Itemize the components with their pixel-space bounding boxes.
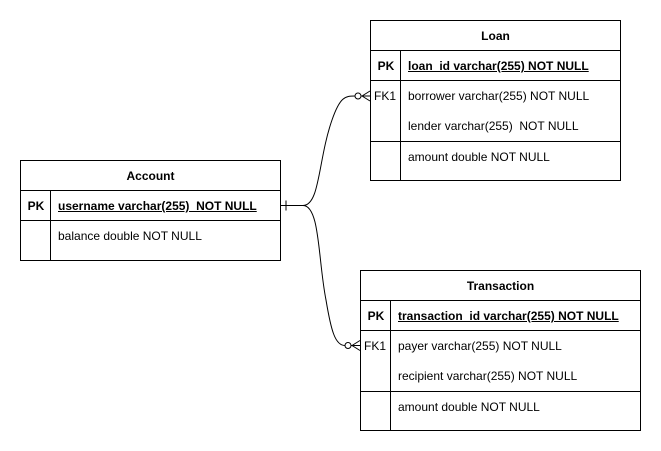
- cardinality-zero-many-marker-loan: [354, 90, 371, 102]
- fk-row: FK1 payer varchar(255) NOT NULL recipien…: [361, 331, 640, 391]
- pk-row: PK loan_id varchar(255) NOT NULL: [371, 51, 620, 81]
- attribute-field: amount double NOT NULL: [408, 150, 550, 164]
- attribute-row: balance double NOT NULL: [21, 221, 280, 260]
- entity-transaction[interactable]: Transaction PK transaction_id varchar(25…: [360, 270, 641, 431]
- fk-field: borrower varchar(255) NOT NULL: [408, 89, 590, 103]
- fk-row: FK1 borrower varchar(255) NOT NULL lende…: [371, 81, 620, 141]
- pk-row: PK transaction_id varchar(255) NOT NULL: [361, 301, 640, 331]
- fk-label: FK1: [374, 89, 397, 103]
- pk-label: PK: [27, 199, 45, 213]
- attribute-row: amount double NOT NULL: [361, 391, 640, 430]
- edge-account-loan: [281, 95, 370, 206]
- attribute-field: balance double NOT NULL: [58, 229, 202, 243]
- entity-title: Account: [21, 161, 280, 191]
- cardinality-zero-many-marker-transaction: [344, 340, 361, 351]
- pk-field: transaction_id varchar(255) NOT NULL: [398, 309, 619, 323]
- attribute-row: amount double NOT NULL: [371, 141, 620, 180]
- pk-label: PK: [367, 309, 385, 323]
- attribute-field: amount double NOT NULL: [398, 400, 540, 414]
- pk-label: PK: [377, 59, 395, 73]
- edge-account-transaction: [281, 205, 360, 346]
- entity-loan[interactable]: Loan PK loan_id varchar(255) NOT NULL FK…: [370, 20, 621, 181]
- entity-title: Loan: [371, 21, 620, 51]
- entity-account[interactable]: Account PK username varchar(255) NOT NUL…: [20, 160, 281, 261]
- pk-field: loan_id varchar(255) NOT NULL: [408, 59, 589, 73]
- entity-title: Transaction: [361, 271, 640, 301]
- pk-field: username varchar(255) NOT NULL: [58, 199, 257, 213]
- fk-field: recipient varchar(255) NOT NULL: [398, 369, 578, 383]
- fk-label: FK1: [364, 339, 387, 353]
- pk-row: PK username varchar(255) NOT NULL: [21, 191, 280, 221]
- fk-field: payer varchar(255) NOT NULL: [398, 339, 562, 353]
- fk-field: lender varchar(255) NOT NULL: [408, 119, 579, 133]
